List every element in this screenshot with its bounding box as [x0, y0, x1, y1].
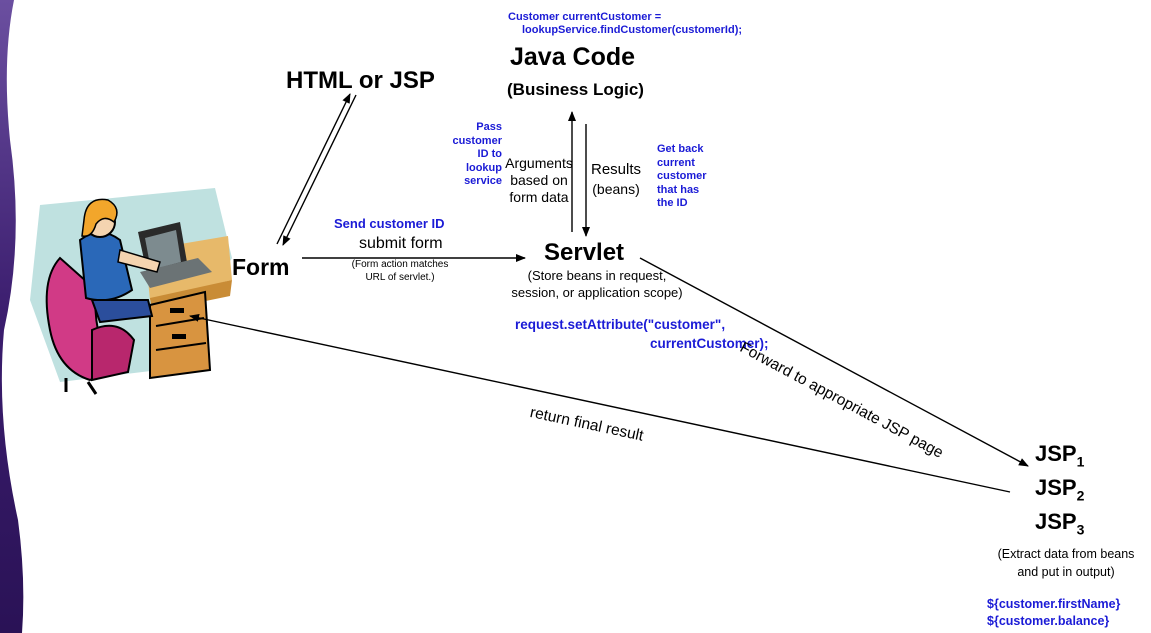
form-node: Form [232, 254, 290, 280]
el-first-name: ${customer.firstName} [987, 597, 1121, 611]
forward-arrow [639, 257, 1029, 467]
pass-customer-id-label: Pass customer ID to lookup service [452, 121, 502, 187]
code-lookup-line1: Customer currentCustomer = [508, 11, 662, 23]
form-to-html-arrow [276, 93, 351, 245]
java-code-title: Java Code [510, 43, 636, 71]
java-code-subtitle: (Business Logic) [507, 80, 644, 99]
code-lookup-line2: lookupService.findCustomer(customerId); [522, 24, 743, 36]
return-arrow [189, 313, 1011, 493]
send-customer-id-label: Send customer ID [334, 216, 445, 231]
html-or-jsp-node: HTML or JSP [286, 67, 435, 94]
results-sub-label: (beans) [592, 181, 640, 197]
results-label: Results [590, 161, 642, 178]
code-set-attribute-line2: currentCustomer); [650, 336, 769, 351]
get-back-customer-label: Get back current customer that has the I… [657, 143, 707, 209]
submit-form-label: submit form [359, 235, 443, 252]
arguments-label: Arguments based on form data [505, 155, 573, 205]
jsp-note: (Extract data from beans and put in outp… [997, 547, 1135, 579]
submit-form-note: (Form action matches URL of servlet.) [351, 259, 449, 283]
jsp-2-node: JSP2 [1035, 475, 1085, 504]
servlet-node: Servlet [544, 239, 625, 266]
left-decorative-band [0, 0, 24, 633]
person-at-computer-clipart-icon [30, 188, 232, 395]
servlet-note: (Store beans in request, session, or app… [511, 268, 683, 300]
jsp-3-node: JSP3 [1035, 509, 1085, 538]
html-to-form-arrow [282, 94, 357, 246]
code-set-attribute-line1: request.setAttribute("customer", [515, 317, 726, 332]
el-balance: ${customer.balance} [987, 614, 1110, 628]
jsp-1-node: JSP1 [1035, 441, 1085, 470]
